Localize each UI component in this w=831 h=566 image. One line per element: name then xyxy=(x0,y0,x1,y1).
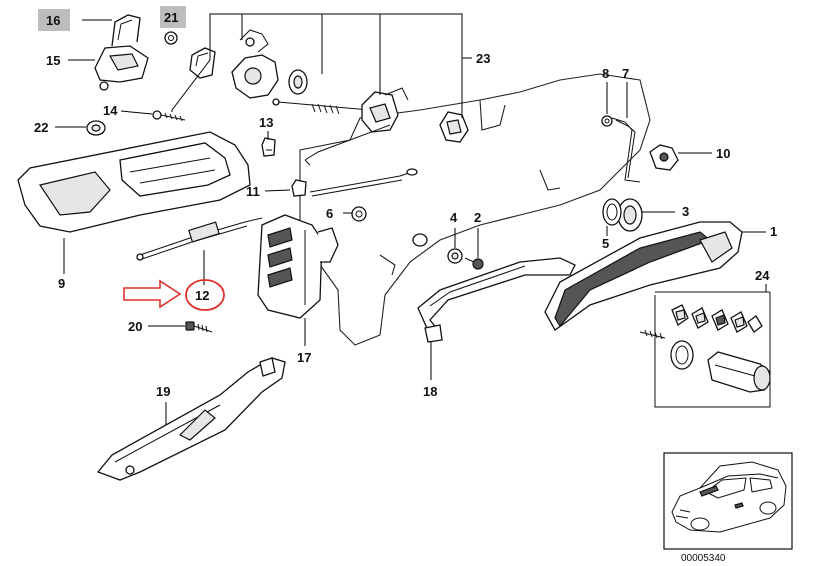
callout-24: 24 xyxy=(755,268,770,283)
part-20-screw xyxy=(185,321,213,333)
rod-cable xyxy=(309,168,418,197)
car-icon xyxy=(671,461,787,533)
callout-22: 22 xyxy=(34,120,48,135)
part-21-nut xyxy=(164,31,178,45)
highlight-arrow xyxy=(123,279,182,309)
part-2-screw xyxy=(464,257,484,270)
part-8-nut xyxy=(601,115,613,127)
callout-17: 17 xyxy=(297,350,311,365)
callout-labels: 1 2 3 4 5 6 7 8 9 10 11 12 13 14 15 16 1… xyxy=(34,10,777,399)
callout-1: 1 xyxy=(770,224,777,239)
part-9-interior-handle xyxy=(17,131,251,233)
part-17-carrier xyxy=(257,214,339,319)
part-6-nut xyxy=(351,206,367,222)
highlight-circle xyxy=(185,279,225,311)
part-3-seal xyxy=(617,198,643,232)
callout-14: 14 xyxy=(103,103,118,118)
part-22-grommet xyxy=(86,120,106,136)
part-19-bracket xyxy=(96,357,286,481)
callout-10: 10 xyxy=(716,146,730,161)
callout-23: 23 xyxy=(476,51,490,66)
part-13-clip xyxy=(261,137,276,157)
door-panel-outline xyxy=(299,73,651,346)
callout-13: 13 xyxy=(259,115,273,130)
label-21-shade xyxy=(160,6,186,28)
part-10-grommet xyxy=(649,144,679,171)
callout-21: 21 xyxy=(164,10,178,25)
callout-16: 16 xyxy=(46,13,60,28)
part-4-washer xyxy=(412,233,463,264)
callout-6: 6 xyxy=(326,206,333,221)
callout-7: 7 xyxy=(622,66,629,81)
callout-15: 15 xyxy=(46,53,60,68)
part-16-clip xyxy=(111,14,141,47)
vehicle-inset: 00005340 xyxy=(663,452,793,564)
part-23-latch-assembly xyxy=(189,29,469,166)
callout-8: 8 xyxy=(602,66,609,81)
callout-3: 3 xyxy=(682,204,689,219)
part-7-rod xyxy=(611,117,641,183)
part-14-screw xyxy=(152,110,186,122)
part-15-bracket xyxy=(94,45,149,91)
callout-2: 2 xyxy=(474,210,481,225)
part-24-lock-cylinder-set xyxy=(639,291,771,408)
callout-11: 11 xyxy=(246,184,260,199)
part-1-exterior-handle xyxy=(544,221,743,331)
callout-5: 5 xyxy=(602,236,609,251)
part-18-lever xyxy=(417,257,576,343)
callout-9: 9 xyxy=(58,276,65,291)
leader-lines xyxy=(55,13,767,425)
callout-12: 12 xyxy=(195,288,209,303)
drawing-code: 00005340 xyxy=(681,553,726,564)
label-16-shade xyxy=(38,9,70,31)
callout-19: 19 xyxy=(156,384,170,399)
part-12-cable xyxy=(136,217,263,261)
highlight-annotation xyxy=(123,279,225,311)
callout-4: 4 xyxy=(450,210,458,225)
callout-20: 20 xyxy=(128,319,142,334)
part-5-gasket xyxy=(602,198,622,226)
callout-18: 18 xyxy=(423,384,437,399)
part-11-clip xyxy=(291,179,307,197)
